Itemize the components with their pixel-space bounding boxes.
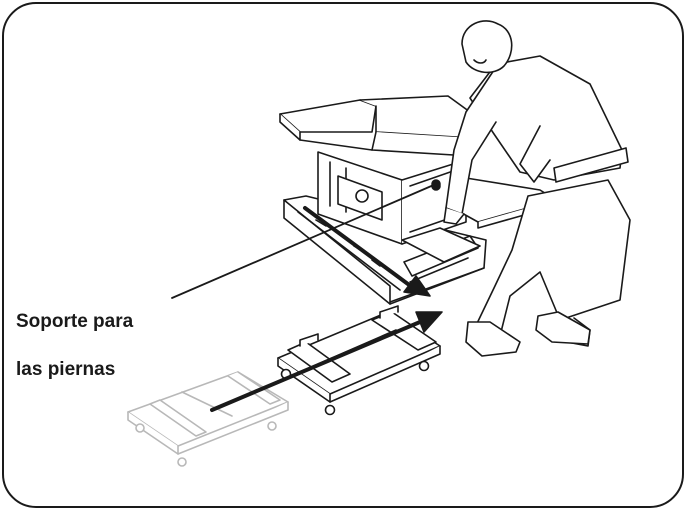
- callout-leader: [171, 183, 437, 299]
- leg-rest-callout: Soporte para las piernas: [16, 286, 133, 406]
- callout-line-2: las piernas: [16, 359, 116, 380]
- callout-line-1: Soporte para: [16, 311, 134, 332]
- faded-dolly: [127, 371, 289, 467]
- move-arrow: [210, 206, 443, 412]
- technician-figure: [443, 20, 631, 357]
